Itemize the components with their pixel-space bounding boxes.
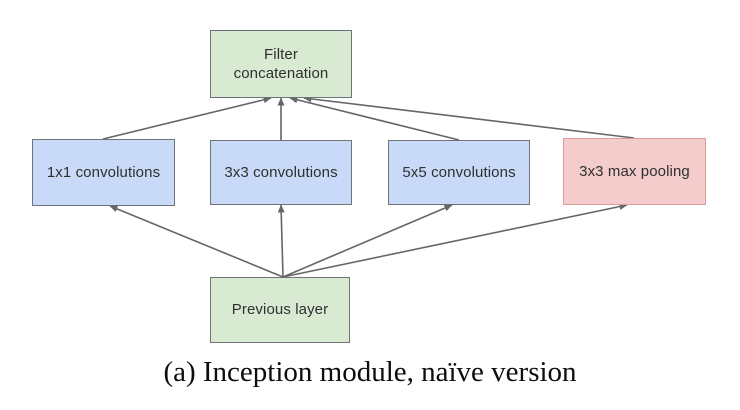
node-label: 3x3 convolutions bbox=[224, 163, 338, 181]
node-max-pooling-3x3: 3x3 max pooling bbox=[563, 138, 706, 205]
node-label: 3x3 max pooling bbox=[579, 162, 690, 180]
edge-previous-layer-to-max-pooling-3x3 bbox=[282, 203, 628, 278]
node-conv-5x5: 5x5 convolutions bbox=[388, 140, 530, 205]
node-label: 5x5 convolutions bbox=[402, 163, 516, 181]
node-conv-1x1: 1x1 convolutions bbox=[32, 139, 175, 206]
edge-conv-1x1-to-filter-concatenation bbox=[102, 96, 272, 140]
node-previous-layer: Previous layer bbox=[210, 277, 350, 343]
edge-previous-layer-to-conv-5x5 bbox=[282, 204, 453, 278]
node-label: concatenation bbox=[233, 65, 329, 82]
node-filter-concatenation: Filter concatenation bbox=[210, 30, 352, 98]
edge-previous-layer-to-conv-1x1 bbox=[109, 205, 284, 278]
figure-caption: (a) Inception module, naïve version bbox=[163, 356, 577, 388]
node-conv-3x3: 3x3 convolutions bbox=[210, 140, 352, 205]
node-label: Filter bbox=[264, 45, 298, 63]
node-label: 1x1 convolutions bbox=[46, 163, 161, 181]
edge-conv-5x5-to-filter-concatenation bbox=[289, 96, 460, 141]
edge-previous-layer-to-conv-3x3 bbox=[277, 204, 285, 278]
edge-max-pooling-3x3-to-filter-concatenation bbox=[303, 95, 635, 139]
node-label: Previous layer bbox=[231, 301, 329, 319]
